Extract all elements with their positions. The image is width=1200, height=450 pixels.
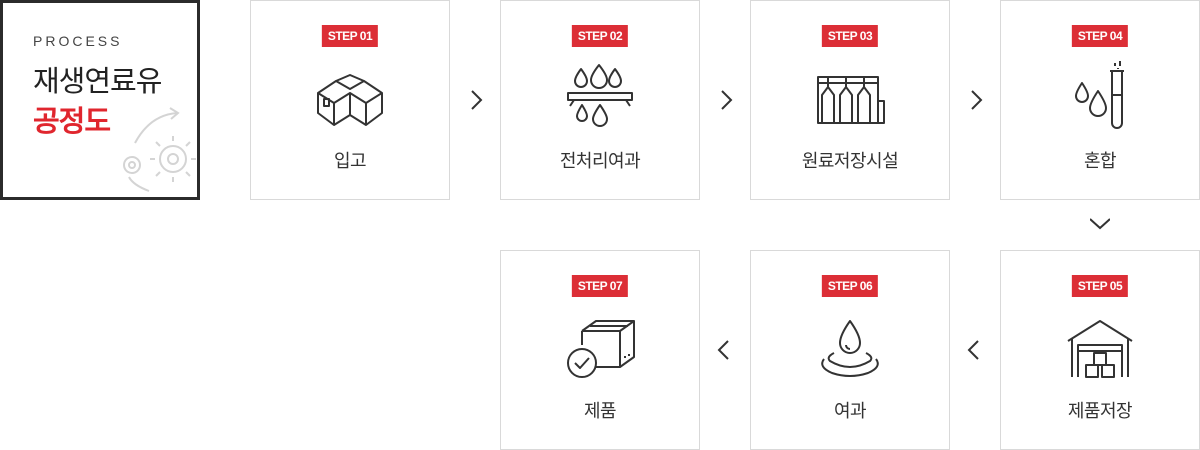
step-06-card: STEP 06 여과 (750, 250, 950, 450)
step-label: 제품 (583, 401, 617, 422)
chevron-right-icon (721, 90, 733, 110)
page-title: 재생연료유 (33, 64, 162, 98)
step-badge: STEP 07 (571, 275, 629, 297)
step-label: 제품저장 (1067, 401, 1133, 422)
filter-drops-icon (567, 64, 633, 127)
step-05-card: STEP 05 제품저장 (1000, 250, 1200, 450)
warehouse-icon (1067, 320, 1133, 378)
step-label: 원료저장시설 (801, 151, 899, 172)
step-01-card: STEP 01 입고 (250, 0, 450, 200)
process-eyebrow: PROCESS (33, 33, 123, 49)
step-label: 전처리여과 (559, 151, 641, 172)
step-badge: STEP 01 (321, 25, 379, 47)
chevron-left-icon (717, 340, 729, 360)
step-badge: STEP 05 (1071, 275, 1129, 297)
step-02-card: STEP 02 전처리여과 (500, 0, 700, 200)
step-03-card: STEP 03 원료저장시설 (750, 0, 950, 200)
chevron-right-icon (471, 90, 483, 110)
step-07-card: STEP 07 제품 (500, 250, 700, 450)
storage-tanks-icon (817, 76, 885, 124)
chevron-down-icon (1090, 218, 1110, 230)
step-label: 혼합 (1083, 151, 1117, 172)
step-badge: STEP 02 (571, 25, 629, 47)
step-label: 입고 (333, 151, 367, 172)
package-check-icon (567, 320, 635, 378)
step-badge: STEP 06 (821, 275, 879, 297)
water-drop-icon (821, 320, 879, 377)
step-badge: STEP 03 (821, 25, 879, 47)
process-title-box: PROCESS 재생연료유 공정도 (0, 0, 200, 200)
gear-cycle-icon (123, 107, 196, 192)
chevron-left-icon (967, 340, 979, 360)
step-04-card: STEP 04 혼합 (1000, 0, 1200, 200)
chevron-right-icon (971, 90, 983, 110)
step-badge: STEP 04 (1071, 25, 1129, 47)
test-tube-icon (1075, 61, 1124, 129)
step-label: 여과 (833, 401, 867, 422)
page-subtitle: 공정도 (33, 104, 111, 138)
box-icon (317, 74, 383, 126)
